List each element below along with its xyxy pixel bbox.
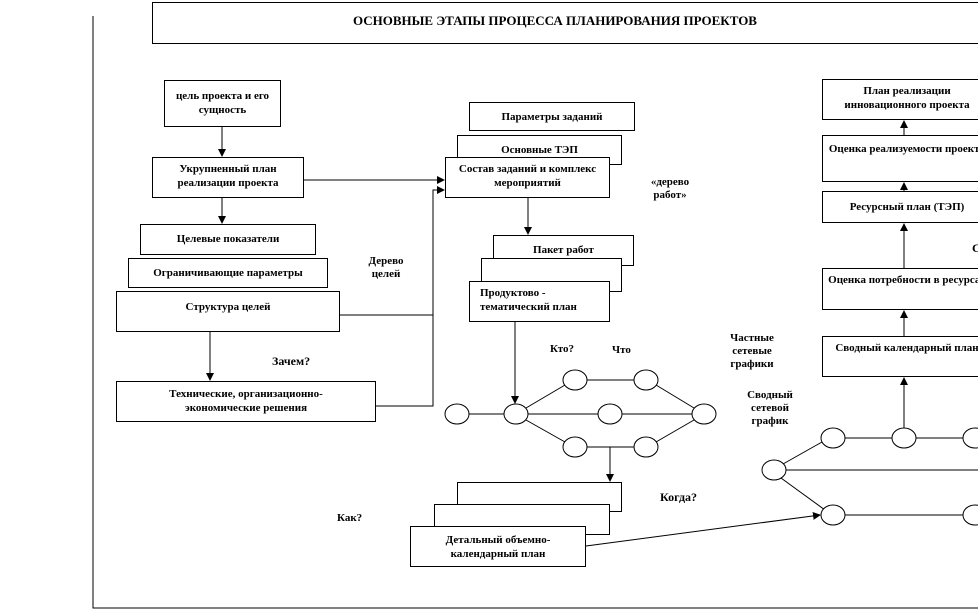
goal-structure-box: Структура целей	[116, 291, 340, 332]
summary-network-label: Сводный сетевой график	[747, 389, 793, 427]
task-composition-box: Состав заданий и комплекс мероприятий	[445, 157, 610, 198]
network-node	[820, 504, 846, 526]
network-node	[562, 369, 588, 391]
when-label: Когда?	[660, 490, 698, 504]
network-nodes	[444, 369, 978, 526]
outer-frame	[92, 16, 978, 609]
limiting-params-box: Ограничивающие параметры	[128, 258, 328, 288]
decisions-box: Технические, организационно-экономически…	[116, 381, 376, 422]
task-params-box: Параметры заданий	[469, 102, 635, 131]
network-node	[503, 403, 529, 425]
goal-box: цель проекта и его сущность	[164, 80, 281, 127]
network-node	[761, 459, 787, 481]
enlarged-plan-box: Укрупненный план реализации проекта	[152, 157, 304, 198]
why-label: Зачем?	[272, 354, 311, 368]
realization-plan-box: План реализации инновационного проекта	[822, 79, 978, 120]
detailed-plan-box: Детальный объемно-календарный план	[410, 526, 586, 567]
feasibility-box: Оценка реализуемости проекта	[822, 135, 978, 182]
resource-need-box: Оценка потребности в ресурсах	[822, 268, 978, 310]
product-plan-box: Продуктово - тематический план	[469, 281, 610, 322]
network-node	[633, 369, 659, 391]
network-node	[962, 427, 978, 449]
network-node	[891, 427, 917, 449]
work-tree-label: «дерево работ»	[650, 176, 690, 201]
network-node	[633, 436, 659, 458]
summary-calendar-box: Сводный календарный план	[822, 336, 978, 377]
cut-letter-label: С	[972, 241, 978, 255]
network-node	[820, 427, 846, 449]
network-node	[562, 436, 588, 458]
target-indicators-box: Целевые показатели	[140, 224, 316, 255]
diagram-title: ОСНОВНЫЕ ЭТАПЫ ПРОЦЕССА ПЛАНИРОВАНИЯ ПРО…	[152, 2, 978, 44]
resource-plan-box: Ресурсный план (ТЭП)	[822, 191, 978, 223]
network-node	[691, 403, 717, 425]
who-label: Кто?	[550, 343, 574, 355]
network-node	[597, 403, 623, 425]
network-node	[444, 403, 470, 425]
how-label: Как?	[337, 512, 363, 524]
goal-tree-label: Дерево целей	[368, 255, 404, 280]
what-label: Что	[612, 344, 631, 356]
network-node	[962, 504, 978, 526]
partial-networks-label: Частные сетевые графики	[730, 332, 774, 370]
